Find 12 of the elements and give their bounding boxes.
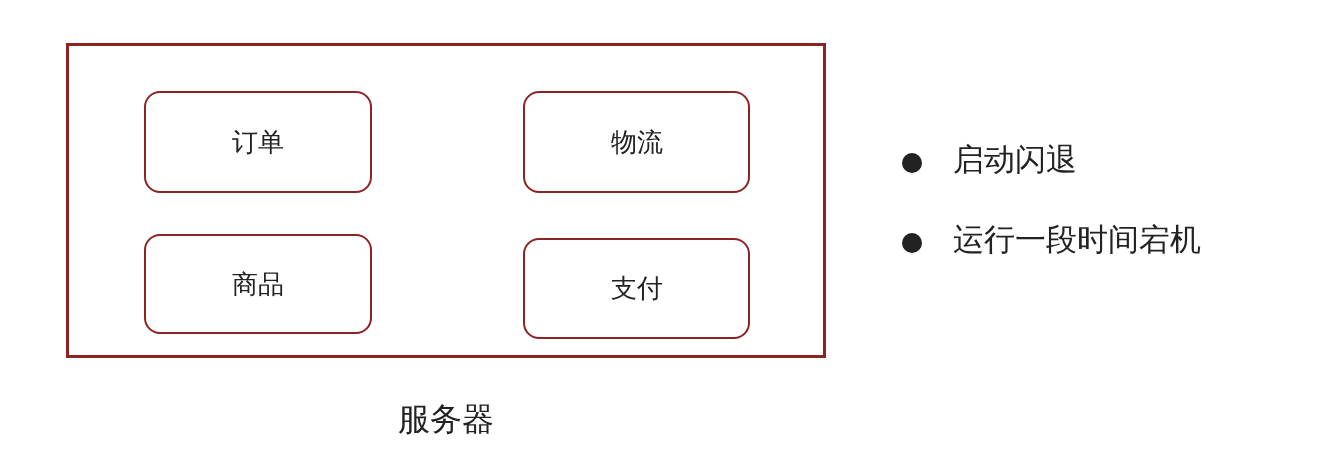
module-box bbox=[144, 91, 372, 193]
bullet-text: 运行一段时间宕机 bbox=[953, 220, 1201, 259]
module-box bbox=[144, 234, 372, 334]
container-box bbox=[66, 43, 826, 358]
module-box bbox=[523, 238, 750, 339]
module-label: 订单 bbox=[232, 125, 284, 159]
module-label: 物流 bbox=[610, 125, 663, 159]
module-label: 商品 bbox=[232, 267, 284, 301]
module-label: 支付 bbox=[610, 272, 663, 305]
bullet-text: 启动闪退 bbox=[953, 140, 1077, 179]
module-box bbox=[523, 91, 750, 193]
node-label: 服务器 bbox=[398, 399, 494, 440]
